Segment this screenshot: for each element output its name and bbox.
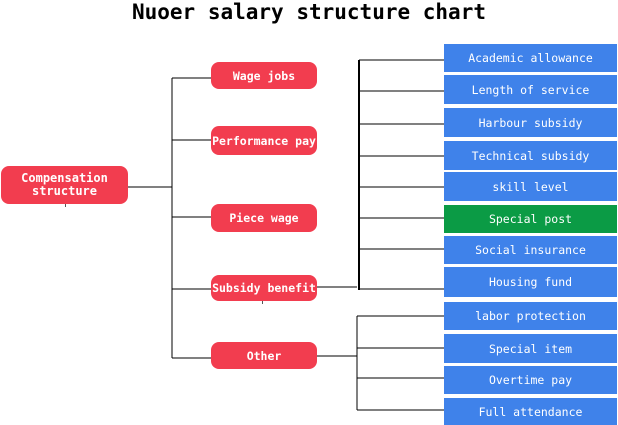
- chart-title: Nuoer salary structure chart: [131, 0, 486, 24]
- item-overtime-pay: Overtime pay: [444, 366, 617, 394]
- category-piece-wage: Piece wage: [211, 204, 317, 232]
- item-labor-protection: labor protection: [444, 302, 617, 330]
- root-node: Compensation structure: [1, 166, 128, 204]
- item-social-insurance: Social insurance: [444, 236, 617, 264]
- item-special-post: Special post: [444, 205, 617, 233]
- item-harbour-subsidy: Harbour subsidy: [444, 108, 617, 137]
- category-subsidy-benefit: Subsidy benefit: [211, 275, 317, 301]
- item-housing-fund: Housing fund: [444, 267, 617, 297]
- category-performance-pay: Performance pay: [211, 126, 317, 155]
- item-technical-subsidy: Technical subsidy: [444, 141, 617, 170]
- item-skill-level: skill level: [444, 172, 617, 201]
- category-wage-jobs: Wage jobs: [211, 62, 317, 89]
- category-other: Other: [211, 342, 317, 369]
- item-special-item: Special item: [444, 334, 617, 363]
- subsidy-tick: [262, 300, 263, 304]
- item-length-of-service: Length of service: [444, 75, 617, 104]
- item-academic-allowance: Academic allowance: [444, 44, 617, 72]
- root-tick: [65, 203, 66, 207]
- item-full-attendance: Full attendance: [444, 398, 617, 425]
- root-label: Compensation structure: [21, 171, 108, 198]
